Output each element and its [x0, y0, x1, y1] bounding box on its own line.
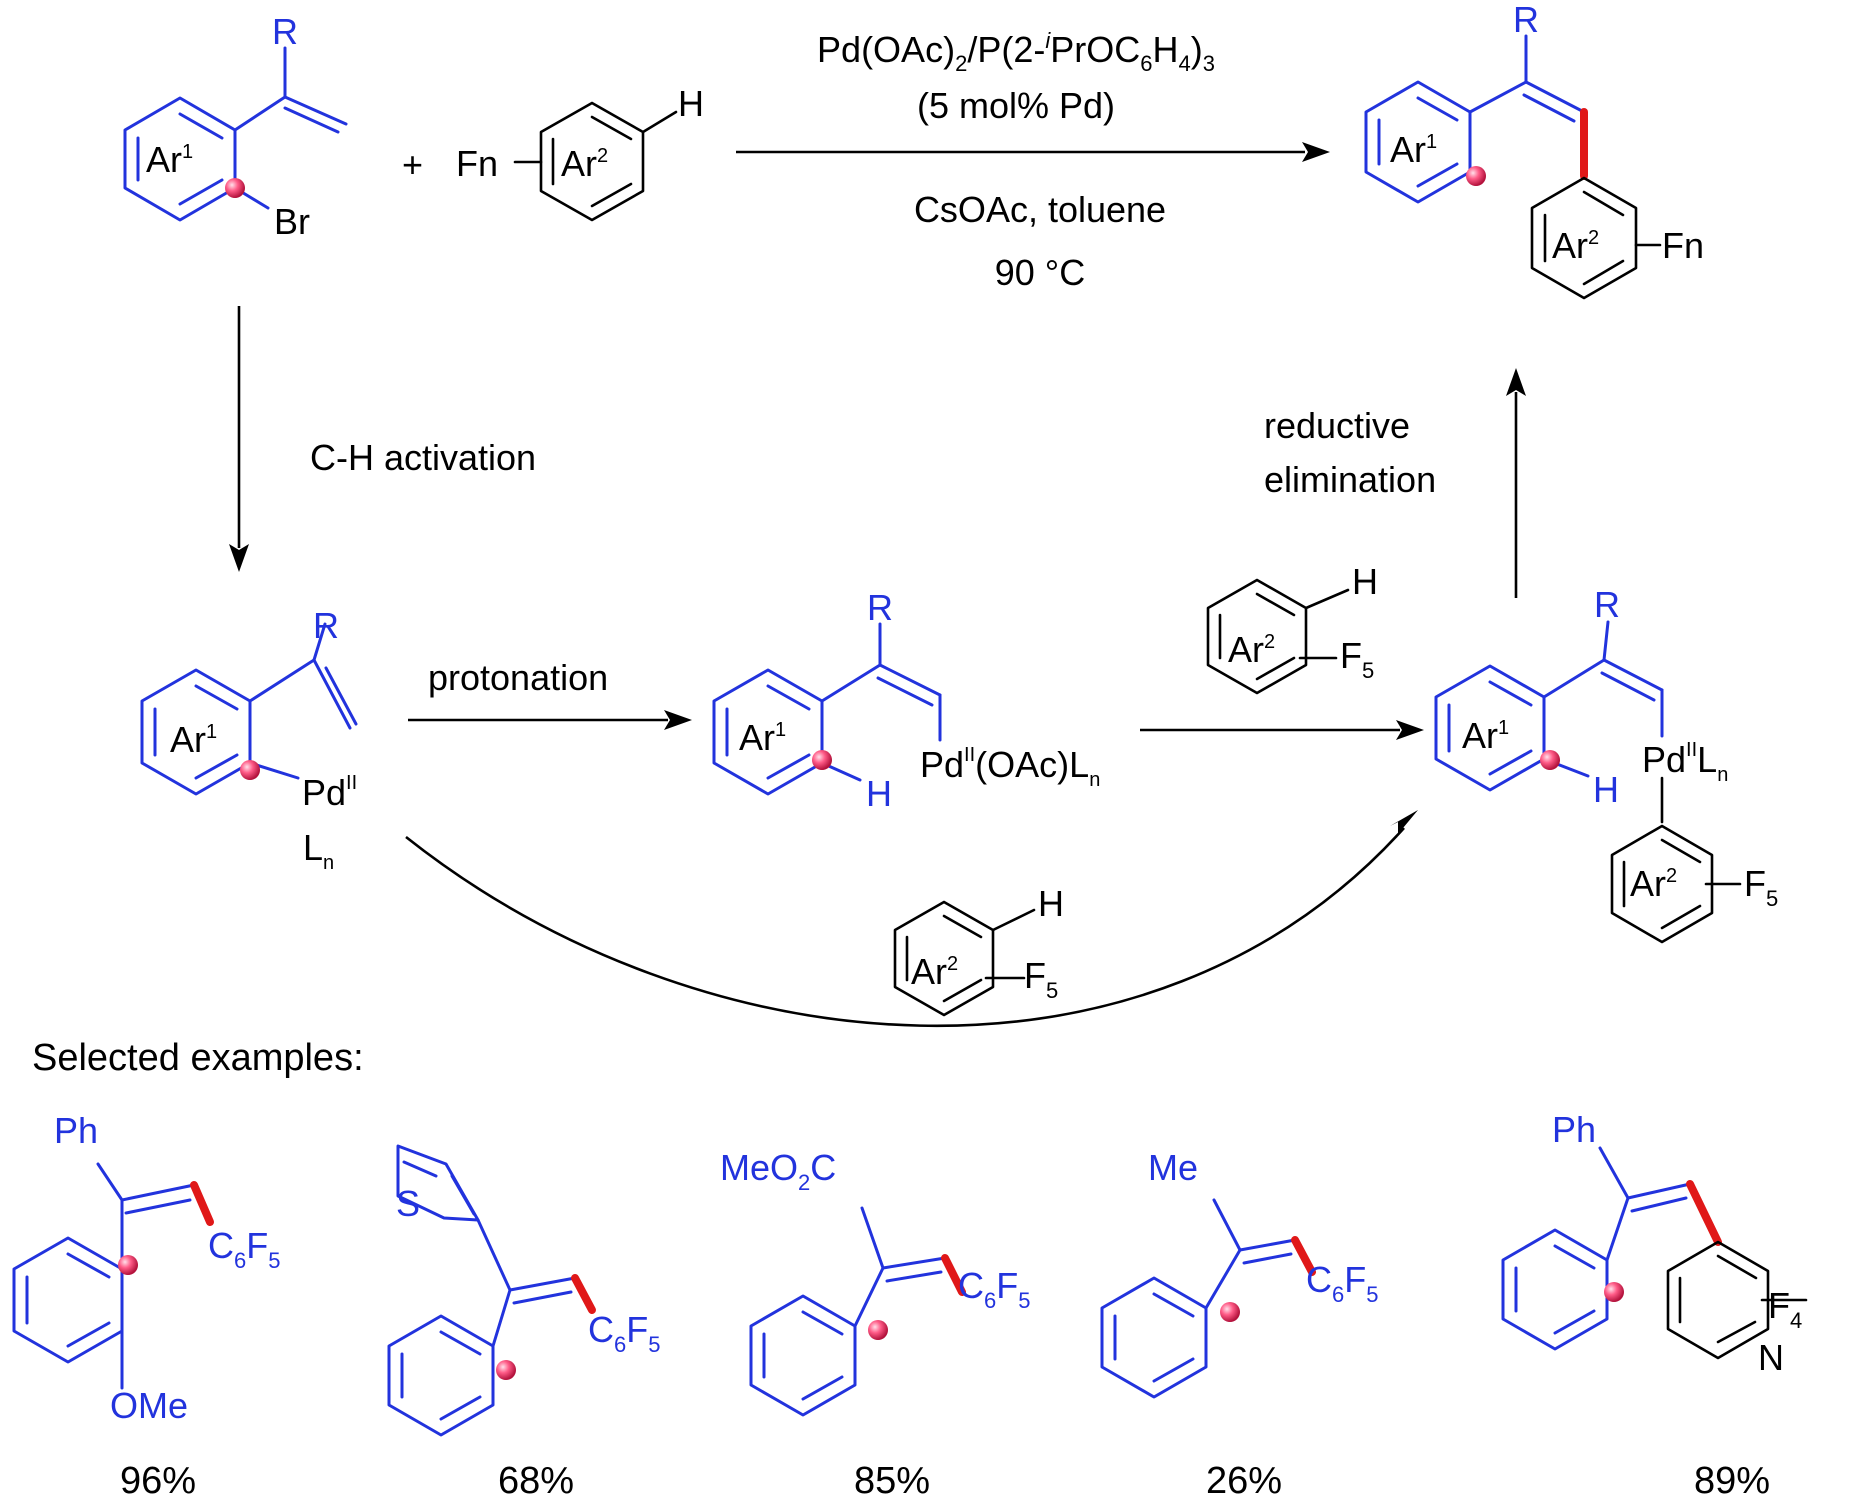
plus-sign: +	[402, 144, 423, 185]
base-solvent-text: CsOAc, toluene	[914, 189, 1166, 230]
example-4-yield: 26%	[1206, 1460, 1282, 1502]
example-2-structure: S C6F5	[387, 1144, 661, 1437]
ortho-marker-icon	[812, 750, 832, 770]
arene-h-label: H	[1352, 561, 1378, 602]
ch-activation-step: C-H activation	[229, 306, 536, 572]
reductive-label: reductive	[1264, 405, 1410, 446]
protonation-step: protonation	[408, 657, 692, 730]
reaction-conditions: Pd(OAc)2/P(2-iPrOC6H4)3 (5 mol% Pd) CsOA…	[736, 28, 1330, 293]
ortho-marker-icon	[1220, 1302, 1240, 1322]
ortho-marker-icon	[118, 1255, 138, 1275]
ex1-ome-label: OMe	[110, 1385, 188, 1426]
example-3-yield: 85%	[854, 1460, 930, 1502]
elimination-label: elimination	[1264, 459, 1436, 500]
curved-arene-h-label: H	[1038, 883, 1064, 924]
ex5-n-label: N	[1758, 1337, 1784, 1378]
ex2-s-label: S	[396, 1183, 420, 1224]
transmetalation-step: Ar2 H F5	[1140, 561, 1424, 740]
example-2-yield: 68%	[498, 1460, 574, 1502]
product-ar1-label: Ar1	[1390, 129, 1437, 170]
palladacycle-r-label: R	[313, 605, 339, 646]
ex4-me-label: Me	[1148, 1147, 1198, 1188]
diaryl-r-label: R	[1594, 584, 1620, 625]
ex4-c6f5-label: C6F5	[1306, 1259, 1379, 1307]
curved-arene-ar2-label: Ar2	[911, 951, 958, 992]
down-arrow-head-icon	[229, 544, 249, 572]
starting-material-aryl-bromide: R Ar1 Br	[123, 11, 348, 242]
ex1-c6f5-label: C6F5	[208, 1225, 281, 1273]
main-arrow-head-icon	[1302, 142, 1330, 162]
example-1-structure: Ph C6F5 OMe	[12, 1110, 281, 1426]
diaryl-h-label: H	[1593, 769, 1619, 810]
ortho-marker-icon	[1540, 750, 1560, 770]
arene-f5-label: F5	[1340, 635, 1374, 683]
vinyl-palladium-intermediate: R Ar1 H PdII(OAc)Ln	[712, 587, 1100, 814]
br-label: Br	[274, 201, 310, 242]
example-1-yield: 96%	[120, 1460, 196, 1502]
palladacycle-pd-label: PdII	[302, 772, 357, 813]
ex2-c6f5-label: C6F5	[588, 1309, 661, 1357]
ortho-marker-icon	[225, 178, 245, 198]
catalyst-text: Pd(OAc)2/P(2-iPrOC6H4)3	[817, 28, 1215, 76]
ortho-marker-icon	[868, 1320, 888, 1340]
diaryl-pd-label: PdIILn	[1642, 739, 1728, 786]
ar2-label: Ar2	[561, 143, 608, 184]
product-r-label: R	[1513, 0, 1539, 40]
direct-path-step: Ar2 H F5	[405, 810, 1418, 1028]
palladacycle-intermediate: R Ar1 PdII Ln	[140, 605, 358, 874]
ortho-marker-icon	[1604, 1282, 1624, 1302]
ortho-marker-icon	[240, 760, 260, 780]
palladacycle-ar1-label: Ar1	[170, 719, 217, 760]
ortho-marker-icon	[496, 1360, 516, 1380]
diaryl-ar2-label: Ar2	[1630, 863, 1677, 904]
starting-material-arene: Fn Ar2 H	[456, 83, 704, 222]
example-5-structure: Ph F4 N	[1501, 1109, 1808, 1378]
ch-activation-label: C-H activation	[310, 437, 536, 478]
selected-examples-heading: Selected examples:	[32, 1037, 364, 1079]
r-label: R	[272, 11, 298, 52]
ex5-f4-label: F4	[1768, 1285, 1802, 1333]
protonation-arrow-head-icon	[664, 710, 692, 730]
fn-label: Fn	[456, 143, 498, 184]
vinyl-r-label: R	[867, 587, 893, 628]
ar1-label: Ar1	[146, 139, 193, 180]
reductive-elimination-step: reductive elimination	[1264, 368, 1526, 598]
catalyst-loading-text: (5 mol% Pd)	[917, 85, 1115, 126]
transmetalation-arrow-head-icon	[1396, 720, 1424, 740]
curved-arrow-head-icon	[1390, 810, 1418, 834]
curved-arene-f5-label: F5	[1024, 955, 1058, 1003]
ex3-c6f5-label: C6F5	[958, 1265, 1031, 1313]
example-4-structure: Me C6F5	[1100, 1147, 1379, 1399]
diaryl-palladium-intermediate: R Ar1 H PdIILn Ar2 F5	[1434, 584, 1778, 944]
ortho-marker-icon	[1466, 166, 1486, 186]
diaryl-f5-label: F5	[1744, 863, 1778, 911]
temperature-text: 90 °C	[995, 252, 1085, 293]
ex1-ph-label: Ph	[54, 1110, 98, 1151]
arene-ar2-label: Ar2	[1228, 629, 1275, 670]
vinyl-h-label: H	[866, 773, 892, 814]
product-ar2-label: Ar2	[1552, 225, 1599, 266]
product-fn-label: Fn	[1662, 225, 1704, 266]
palladacycle-ln-label: Ln	[303, 827, 334, 874]
example-5-yield: 89%	[1694, 1460, 1770, 1502]
up-arrow-head-icon	[1506, 368, 1526, 396]
product: R Ar1 Ar2 Fn	[1364, 0, 1704, 300]
protonation-label: protonation	[428, 657, 608, 698]
ex3-meo2c-label: MeO2C	[720, 1147, 836, 1195]
ex5-ph-label: Ph	[1552, 1109, 1596, 1150]
h-label: H	[678, 83, 704, 124]
vinyl-pd-label: PdII(OAc)Ln	[920, 744, 1100, 791]
example-3-structure: MeO2C C6F5	[720, 1147, 1031, 1417]
vinyl-ar1-label: Ar1	[739, 717, 786, 758]
diaryl-ar1-label: Ar1	[1462, 715, 1509, 756]
